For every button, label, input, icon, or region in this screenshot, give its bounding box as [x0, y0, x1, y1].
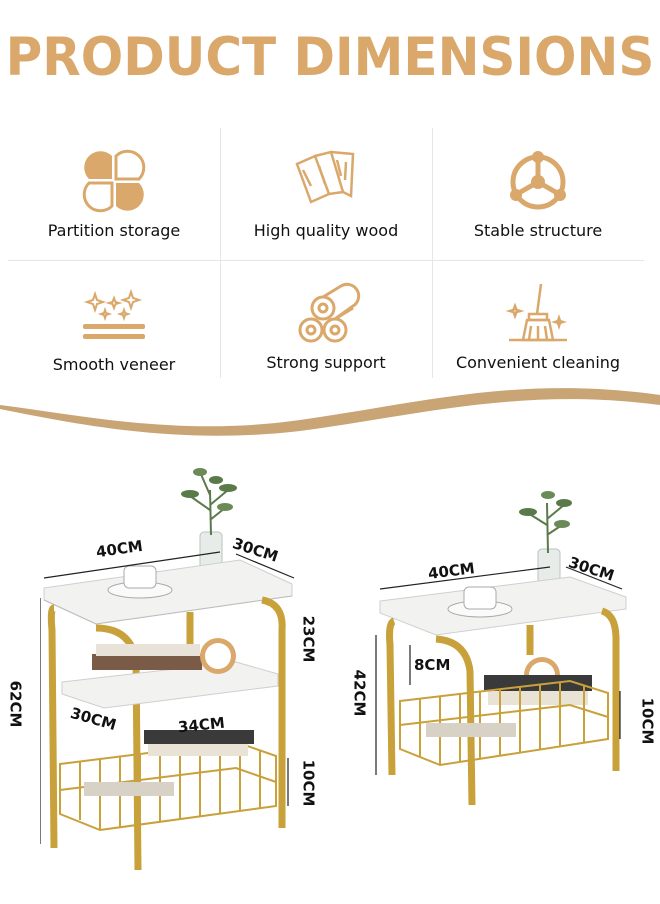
divider — [220, 128, 221, 378]
page-title: PRODUCT DIMENSIONS — [5, 26, 655, 88]
feature-smooth-veneer: Smooth veneer — [8, 260, 220, 385]
dimension-label-large-height: 62CM — [6, 680, 25, 728]
triangle-wheel-icon — [510, 151, 566, 210]
feature-partition-storage: Partition storage — [8, 128, 220, 253]
clover-icon — [82, 149, 146, 213]
plant — [181, 468, 237, 577]
large-table-illustration — [40, 468, 295, 871]
small-table-illustration — [375, 491, 627, 806]
decorative-wave — [0, 388, 660, 436]
feature-label: Stable structure — [473, 221, 603, 240]
wood-planks-icon — [295, 150, 355, 204]
feature-label: High quality wood — [253, 221, 399, 240]
feature-strong-support: Strong support — [220, 260, 432, 385]
feature-grid: Partition storage High quality wood — [8, 128, 644, 378]
dimension-label-small-height: 42CM — [350, 669, 369, 717]
feature-convenient-cleaning: Convenient cleaning — [432, 260, 644, 385]
dimension-label-small-gap: 8CM — [414, 656, 451, 674]
feature-label: Partition storage — [47, 221, 181, 240]
feature-stable-structure: Stable structure — [432, 128, 644, 253]
dimension-label-small-basket-height: 10CM — [638, 697, 657, 745]
feature-label: Smooth veneer — [52, 355, 176, 374]
dimension-label-large-basket-height: 10CM — [299, 759, 318, 807]
feature-high-quality-wood: High quality wood — [220, 128, 432, 253]
feature-label: Convenient cleaning — [455, 353, 621, 372]
divider — [432, 128, 433, 378]
sparkle-surface-icon — [83, 288, 145, 339]
feature-label: Strong support — [266, 353, 386, 372]
divider — [8, 260, 644, 261]
broom-icon — [505, 283, 567, 342]
dimension-label-large-shelf-gap: 23CM — [299, 615, 318, 663]
logs-icon — [298, 282, 361, 343]
